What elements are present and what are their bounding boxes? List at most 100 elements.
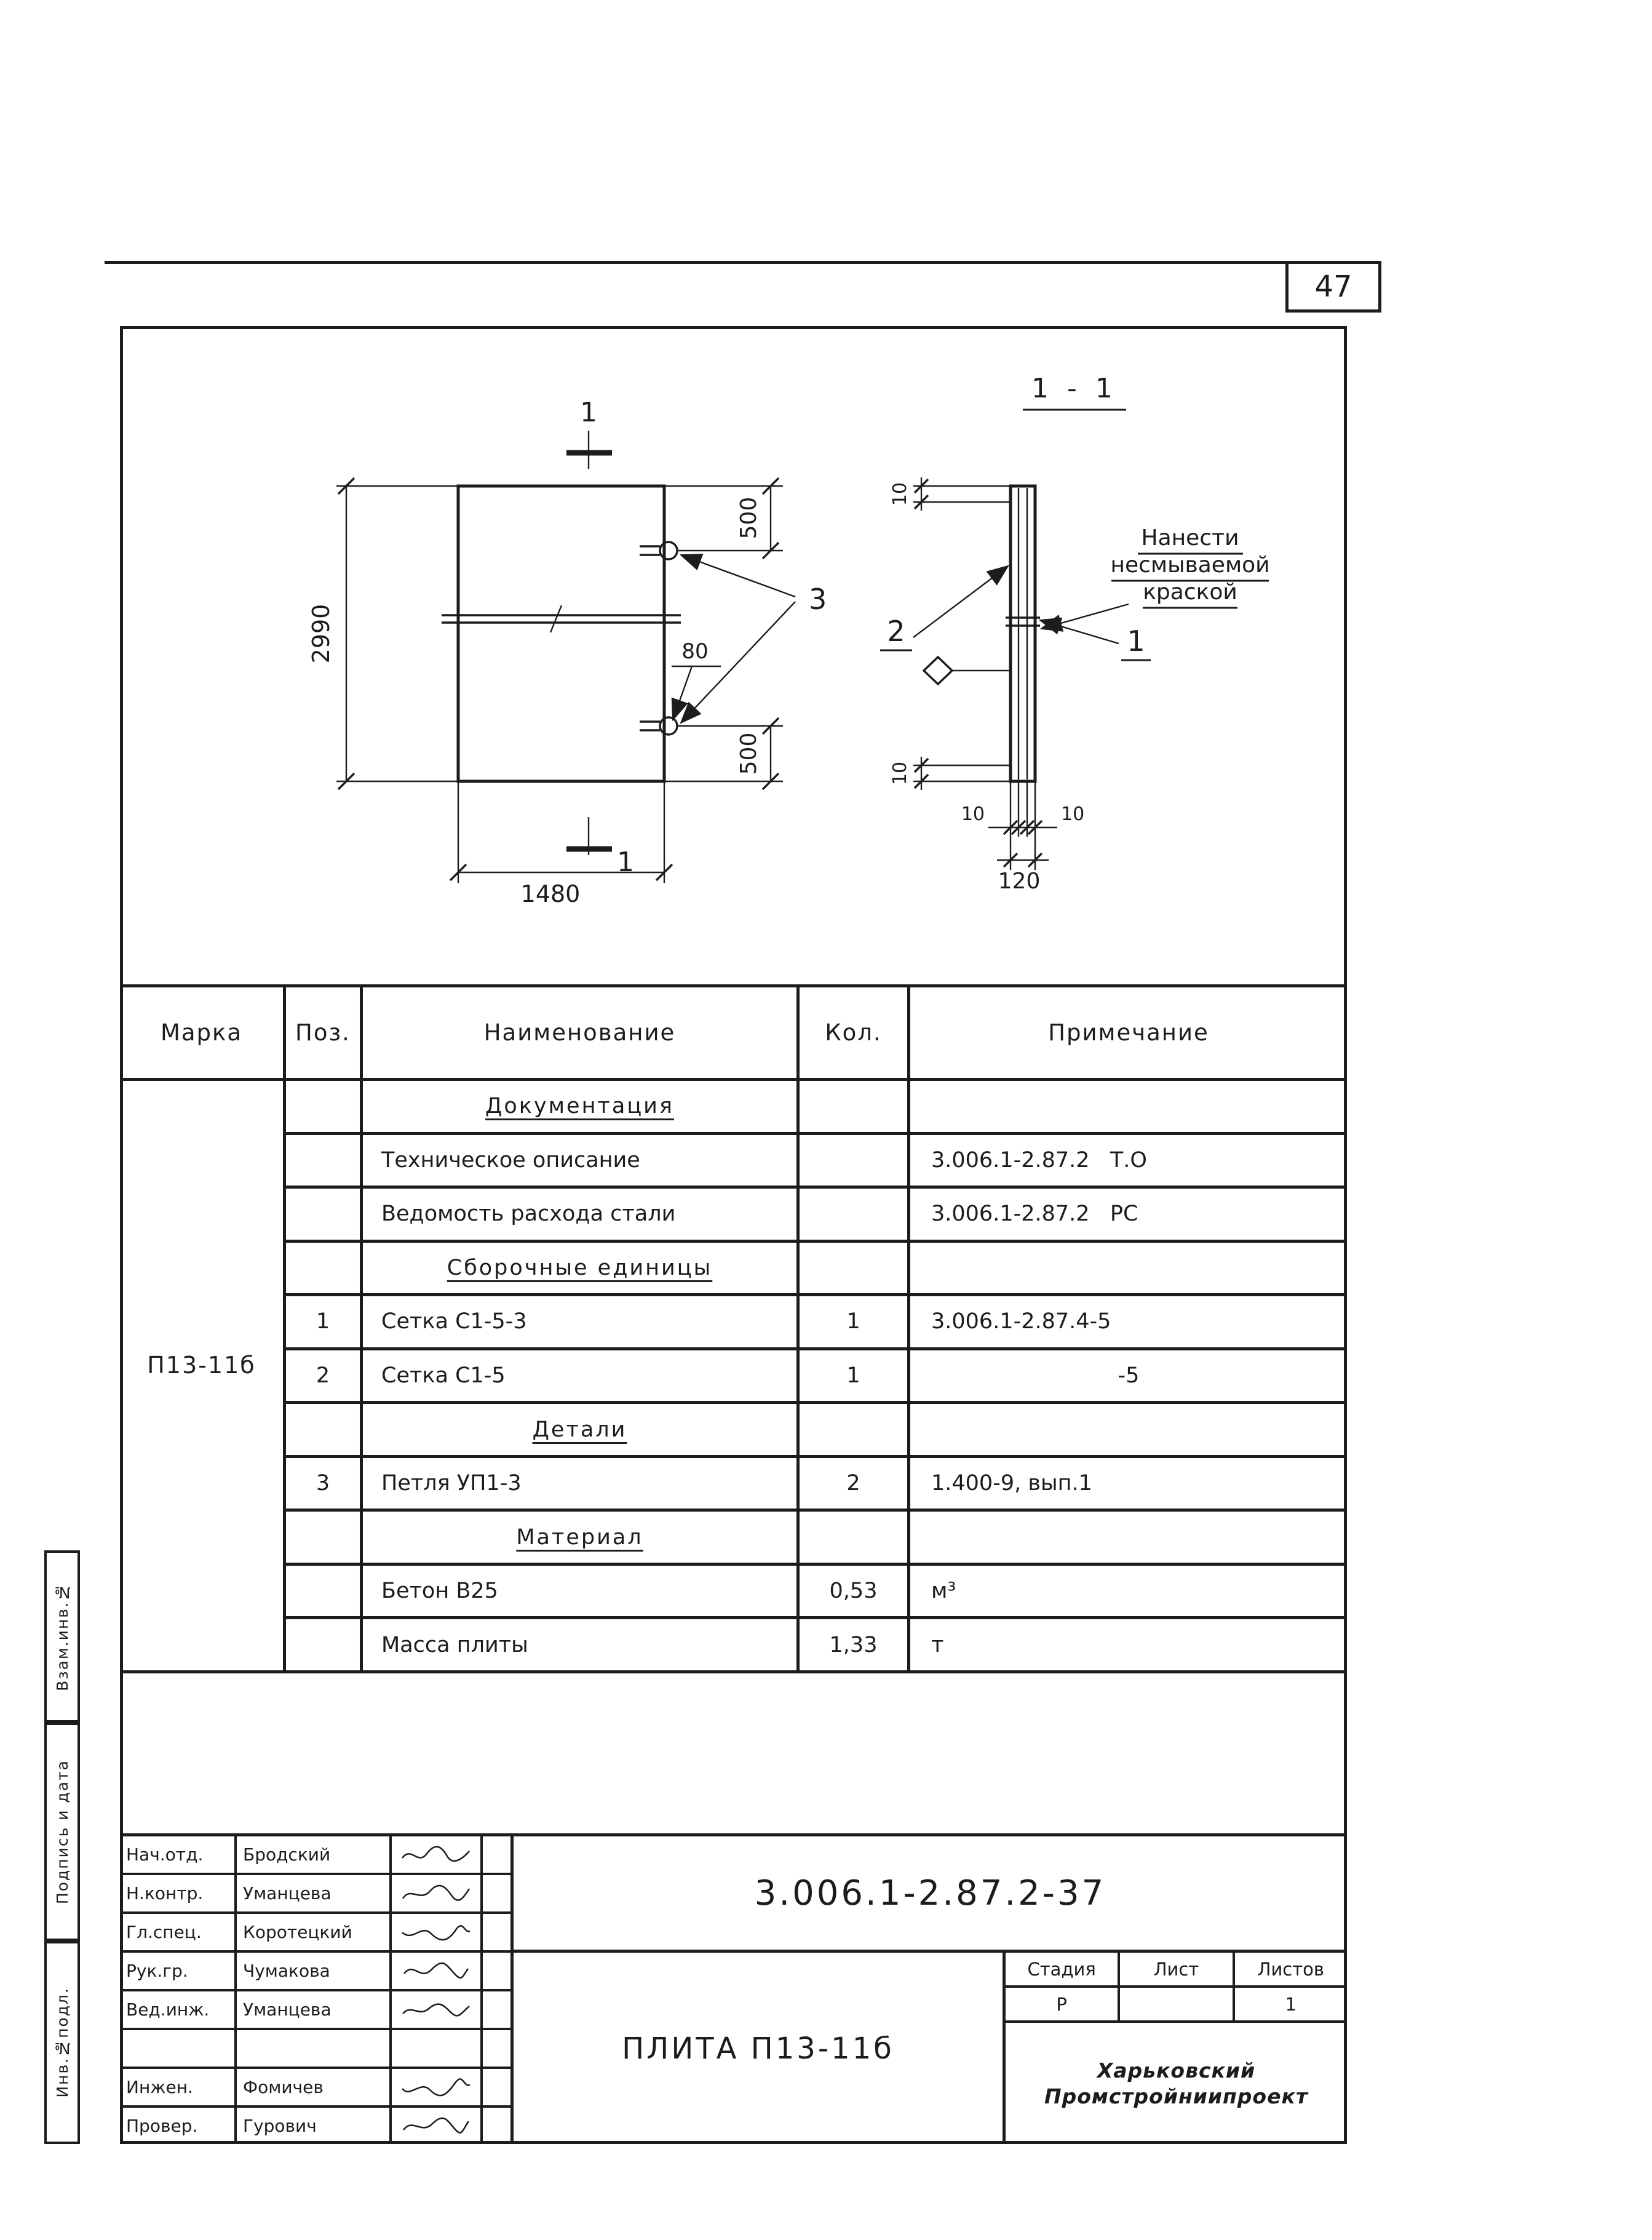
table-row: Детали xyxy=(286,1404,1347,1458)
spec-cell-qty: 1,33 xyxy=(800,1619,910,1671)
table-row: Ведомость расхода стали 3.006.1-2.87.2 Р… xyxy=(286,1189,1347,1243)
spec-cell-qty xyxy=(800,1134,910,1186)
listov-value: 1 xyxy=(1285,1993,1297,2015)
spec-cell-qty: 1 xyxy=(800,1296,910,1347)
callout-plate: 1 xyxy=(1127,624,1145,658)
staff-name: Фомичев xyxy=(237,2069,392,2105)
organization-line2: Промстройниипроект xyxy=(1044,2084,1309,2108)
staff-date-cell xyxy=(483,1875,510,1911)
spec-cell-note xyxy=(910,1081,1347,1132)
document-number: 3.006.1-2.87.2-37 xyxy=(514,1836,1347,1953)
spec-header-qty: Кол. xyxy=(800,987,910,1078)
cut-mark-top: 1 xyxy=(580,397,597,428)
stage-values-row: Р 1 xyxy=(1006,1988,1347,2023)
table-row: 1 Сетка С1-5-3 1 3.006.1-2.87.4-5 xyxy=(286,1296,1347,1350)
staff-date-cell xyxy=(483,1914,510,1950)
spec-cell-qty: 2 xyxy=(800,1457,910,1509)
spec-cell-poz xyxy=(286,1512,363,1563)
staff-row: Рук.гр. Чумакова xyxy=(120,1953,510,1991)
organization-line1: Харьковский xyxy=(1097,2059,1256,2083)
staff-role xyxy=(120,2030,237,2067)
spec-cell-name: Документация xyxy=(363,1081,800,1132)
signature-squiggle xyxy=(403,2117,470,2134)
staff-date-cell xyxy=(483,2030,510,2067)
sheet-title: ПЛИТА П13-11б xyxy=(514,1953,1006,2144)
spec-cell-note: т xyxy=(931,1632,944,1657)
staff-row: Нач.отд. Бродский xyxy=(120,1836,510,1875)
dim-offset-top: 500 xyxy=(736,497,761,540)
stage-header-listov: Листов xyxy=(1257,1958,1324,1980)
spec-cell-note xyxy=(910,1404,1347,1455)
staff-row: Провер. Гурович xyxy=(120,2108,510,2144)
dim-section-width: 120 xyxy=(998,869,1041,894)
paint-note-line1: Нанести xyxy=(1142,525,1239,551)
spec-cell-name: Бетон В25 xyxy=(363,1565,800,1617)
staff-table: Нач.отд. Бродский Н.контр. Уманцева Гл.с… xyxy=(120,1836,514,2144)
staff-signature xyxy=(392,1914,483,1950)
staff-signature xyxy=(392,1875,483,1911)
spec-cell-name: Масса плиты xyxy=(363,1619,800,1671)
title-block-right: 3.006.1-2.87.2-37 ПЛИТА П13-11б Стадия Л… xyxy=(514,1836,1347,2144)
spec-header-poz: Поз. xyxy=(286,987,363,1078)
spec-cell-note: 1.400-9, вып.1 xyxy=(931,1471,1092,1496)
spec-cell-poz xyxy=(286,1134,363,1186)
spec-cell-qty xyxy=(800,1081,910,1132)
spec-cell-poz xyxy=(286,1242,363,1294)
staff-row: Н.контр. Уманцева xyxy=(120,1875,510,1914)
staff-role: Рук.гр. xyxy=(120,1953,237,1989)
spec-cell-name: Сетка С1-5-3 xyxy=(363,1296,800,1347)
spec-cell-poz: 3 xyxy=(286,1457,363,1509)
plate-mark: П13-11б xyxy=(147,1352,256,1379)
section-title: 1 - 1 xyxy=(1031,373,1118,404)
staff-row: Инжен. Фомичев xyxy=(120,2069,510,2108)
staff-signature xyxy=(392,2030,483,2067)
spec-header-name: Наименование xyxy=(363,987,800,1078)
dim-loop-80: 80 xyxy=(681,639,708,664)
staff-signature xyxy=(392,1953,483,1989)
side-stamp-podpis-data: Подпись и дата xyxy=(44,1723,80,1941)
spec-cell-note: -5 xyxy=(1118,1363,1140,1388)
staff-name: Бродский xyxy=(237,1836,392,1873)
signature-squiggle xyxy=(402,2003,470,2017)
staff-name xyxy=(237,2030,392,2067)
staff-row: Гл.спец. Коротецкий xyxy=(120,1914,510,1953)
sheet-frame xyxy=(120,326,1347,2144)
specification-table: Марка Поз. Наименование Кол. Примечание … xyxy=(120,984,1347,1673)
spec-cell-poz xyxy=(286,1619,363,1671)
section-view: 1 - 1 10 10 xyxy=(880,373,1270,894)
staff-date-cell xyxy=(483,2069,510,2105)
spec-cell-note: 3.006.1-2.87.4-5 xyxy=(931,1309,1111,1334)
spec-cell-name: Ведомость расхода стали xyxy=(363,1189,800,1240)
stage-header-row: Стадия Лист Листов xyxy=(1006,1953,1347,1988)
organization-name: Харьковский Промстройниипроект xyxy=(1006,2023,1347,2144)
stage-block: Стадия Лист Листов Р 1 Харьковский Промс… xyxy=(1006,1953,1347,2144)
staff-role: Провер. xyxy=(120,2108,237,2144)
spec-cell-poz xyxy=(286,1404,363,1455)
signature-squiggle xyxy=(402,1846,470,1862)
staff-signature xyxy=(392,1991,483,2028)
spec-cell-note xyxy=(910,1243,1347,1294)
staff-role: Гл.спец. xyxy=(120,1914,237,1950)
staff-role: Вед.инж. xyxy=(120,1991,237,2028)
signature-squiggle xyxy=(402,2078,471,2096)
spec-cell-poz: 1 xyxy=(286,1296,363,1347)
staff-signature xyxy=(392,1836,483,1873)
spec-cell-note: м³ xyxy=(931,1579,956,1604)
spec-cell-note: 3.006.1-2.87.2 РС xyxy=(931,1202,1138,1227)
spec-header-marka: Марка xyxy=(120,987,286,1078)
table-row: Бетон В25 0,53 м³ xyxy=(286,1565,1347,1620)
dim-wall-left: 10 xyxy=(961,803,985,825)
staff-role: Нач.отд. xyxy=(120,1836,237,1873)
spec-cell-qty: 1 xyxy=(800,1350,910,1401)
side-stamp-vzam-inv: Взам.инв.№ xyxy=(44,1550,80,1723)
spec-cell-qty: 0,53 xyxy=(800,1565,910,1617)
staff-signature xyxy=(392,2069,483,2105)
spec-marka-column: П13-11б xyxy=(120,1081,286,1670)
spec-cell-name: Техническое описание xyxy=(363,1134,800,1186)
table-row: 2 Сетка С1-5 1 -5 xyxy=(286,1350,1347,1405)
callout-loop: 3 xyxy=(809,583,827,616)
spec-cell-note xyxy=(910,1512,1347,1563)
staff-date-cell xyxy=(483,1836,510,1873)
spec-cell-qty xyxy=(800,1242,910,1294)
spec-cell-qty xyxy=(800,1189,910,1240)
